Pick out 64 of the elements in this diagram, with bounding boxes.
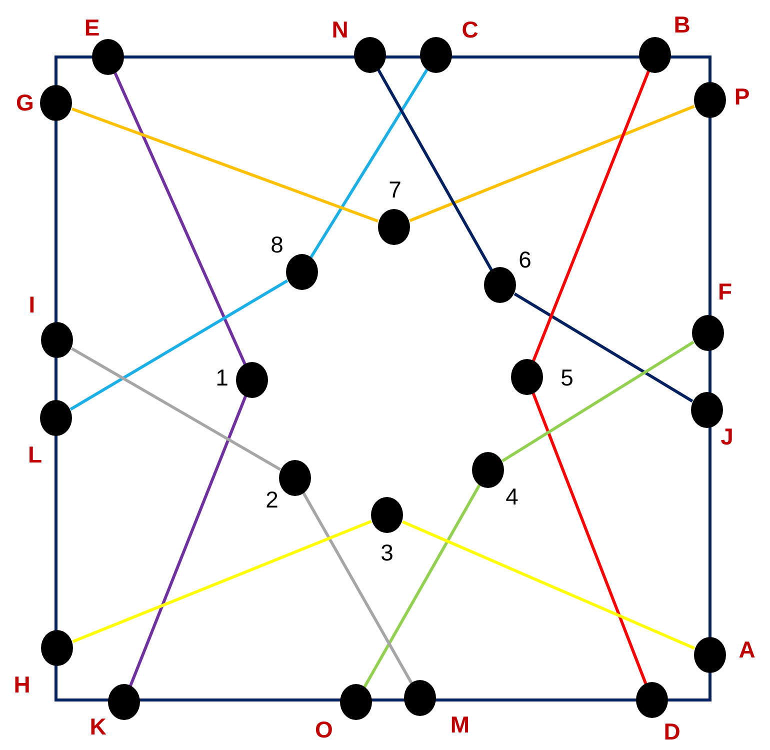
point-letter: G [16,92,34,114]
point-dot [236,362,268,398]
point-number: 4 [506,486,518,508]
point-letter: A [738,638,756,662]
point-dot [692,315,724,351]
point-dot [340,684,372,720]
connector-line [502,340,694,462]
point-letter: I [28,294,36,316]
point-dot [691,392,723,428]
point-dot [279,460,311,496]
connector-line [72,520,372,643]
connector-line [71,108,379,222]
connector-line [363,484,481,688]
connector-line [128,395,248,687]
connector-line [310,68,428,258]
point-letter: M [450,714,470,736]
point-dot [41,322,73,358]
point-letter: C [462,18,478,42]
point-letter: N [332,18,348,42]
point-dot [286,254,318,290]
point-dot [378,209,410,245]
point-dot [40,400,72,436]
point-dot [511,359,543,395]
connector-line [514,292,694,402]
point-number: 6 [518,248,532,272]
point-letter: O [315,718,333,742]
point-dot [636,682,668,718]
point-number: 2 [266,488,278,512]
connector-line [114,72,246,366]
connector-line [409,104,695,222]
point-number: 3 [380,542,394,564]
point-dot [108,684,140,720]
point-number: 1 [216,366,228,390]
connector-line [532,392,648,685]
point-letter: D [664,720,680,744]
point-dot [354,37,386,73]
point-dot [420,37,452,73]
point-dot [371,497,403,533]
point-letter: H [14,674,30,696]
connector-line [377,69,493,271]
point-letter: E [84,16,100,40]
point-dot [694,82,726,118]
point-dot [404,680,436,716]
point-dot [639,37,671,73]
point-letter: L [28,444,42,466]
point-dot [694,637,726,673]
point-number: 5 [560,366,574,390]
connector-line [402,520,695,650]
point-number: 7 [388,178,402,202]
point-dot [484,267,516,303]
point-letter: K [90,716,106,738]
point-dot [472,452,504,488]
connector-line [70,347,282,471]
connector-line [302,492,413,684]
point-letter: F [718,280,732,304]
point-letter: J [720,426,734,448]
point-number: 8 [270,234,284,256]
point-dot [92,39,124,75]
point-dot [41,630,73,666]
connector-line [70,279,288,411]
point-letter: B [674,14,690,36]
point-letter: P [734,86,750,108]
point-dot [40,85,72,121]
connector-line [532,70,650,362]
